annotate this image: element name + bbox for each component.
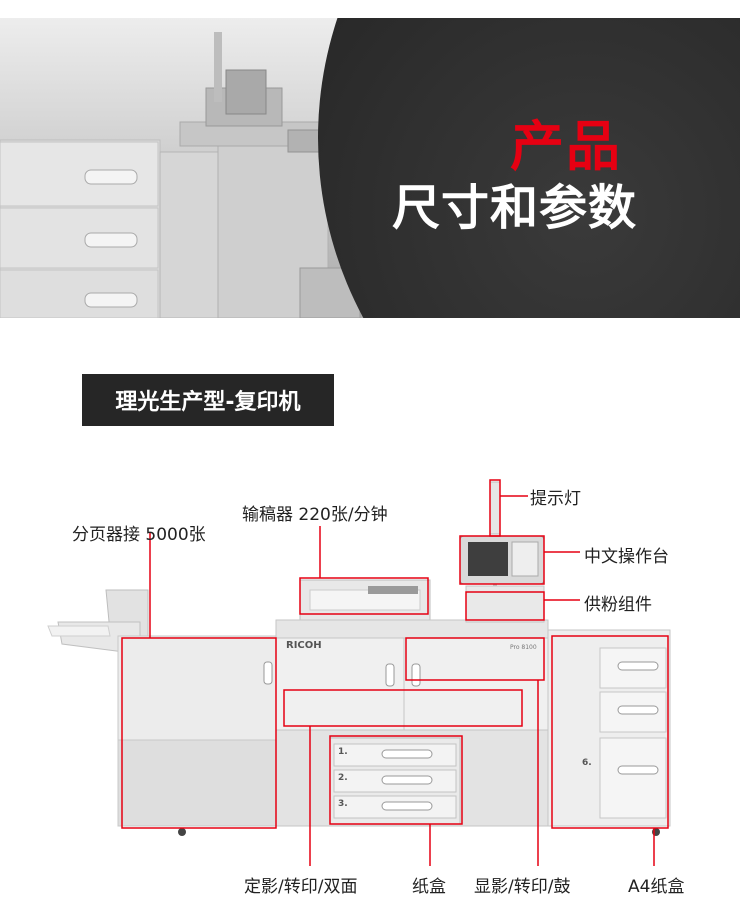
callout-finisher: 分页器接 5000张	[72, 525, 206, 545]
brand-logo: RICOH	[286, 640, 322, 651]
callout-panel: 中文操作台	[584, 547, 669, 567]
callout-developer: 显影/转印/鼓	[474, 877, 571, 897]
top-right-unit	[465, 585, 671, 836]
callout-leader-lines	[149, 495, 655, 866]
finisher-unit	[117, 635, 279, 836]
callout-a4-tray: A4纸盒	[628, 877, 685, 897]
red-callout-boxes	[121, 479, 669, 829]
tray-number-2: 2.	[338, 773, 348, 783]
tray-number-3: 3.	[338, 799, 348, 809]
callout-indicator: 提示灯	[530, 489, 581, 509]
operation-panel	[459, 535, 545, 585]
callout-paper-tray: 纸盒	[412, 877, 446, 897]
printer-diagram: RICOH Pro 8100 1. 2. 3. 6. 输稿器 220张/分钟 分…	[0, 440, 740, 920]
model-label: Pro 8100	[510, 644, 537, 651]
side-tray-number: 6.	[582, 758, 592, 768]
main-body	[275, 619, 549, 827]
hero-dark-circle	[318, 18, 740, 318]
callout-toner: 供粉组件	[584, 595, 652, 615]
hero-title-red: 产品	[510, 115, 622, 178]
hero-title-white: 尺寸和参数	[392, 180, 638, 236]
callout-feeder: 输稿器 220张/分钟	[242, 505, 388, 525]
hero-printer-image	[0, 32, 361, 318]
section-label: 理光生产型-复印机	[82, 374, 334, 426]
tray-number-1: 1.	[338, 747, 348, 757]
printer-illustration	[47, 479, 671, 866]
callout-fusing: 定影/转印/双面	[244, 877, 358, 897]
hero-banner: 产品 尺寸和参数	[0, 18, 740, 318]
